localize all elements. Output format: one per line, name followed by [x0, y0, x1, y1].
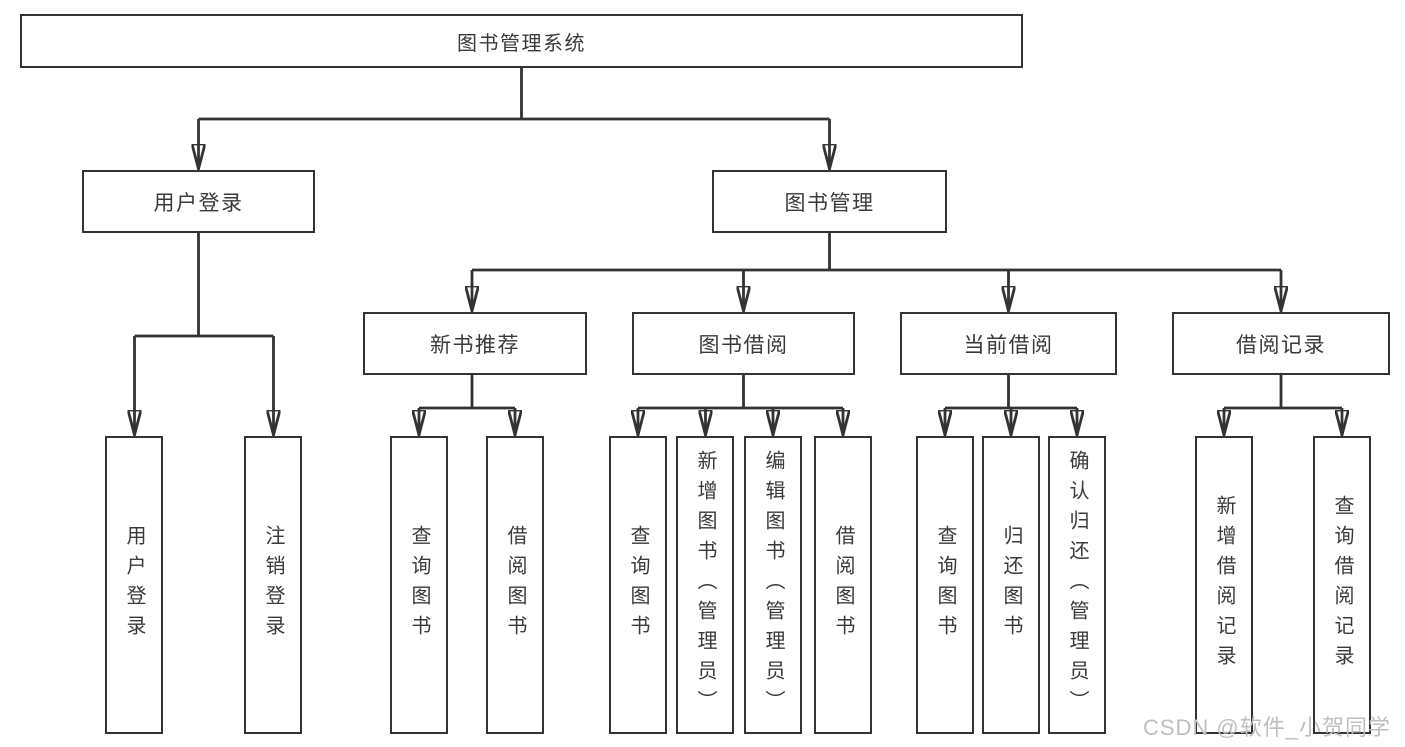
leaf-user-login: 用户登录 [105, 436, 163, 734]
node-label: 借阅记录 [1236, 333, 1326, 357]
node-label: 用户登录 [153, 191, 244, 215]
leaf-borrow-books-recommend: 借阅图书 [486, 436, 544, 734]
csdn-watermark: CSDN @软件_小贺同学 [1142, 715, 1391, 740]
leaf-label: 编辑图书（管理员） [762, 450, 784, 720]
leaf-label: 查询图书 [627, 525, 649, 645]
node-user-login: 用户登录 [82, 170, 315, 233]
leaf-label: 注销登录 [262, 525, 284, 645]
node-label: 图书管理系统 [457, 32, 586, 55]
leaf-return-books: 归还图书 [982, 436, 1040, 734]
node-book-borrowing: 图书借阅 [632, 312, 855, 375]
leaf-label: 查询借阅记录 [1331, 495, 1353, 675]
leaf-label: 查询图书 [408, 525, 430, 645]
leaf-label: 借阅图书 [504, 525, 526, 645]
leaf-edit-books-admin: 编辑图书（管理员） [744, 436, 802, 734]
leaf-query-borrow-record: 查询借阅记录 [1313, 436, 1371, 734]
leaf-borrow-books: 借阅图书 [814, 436, 872, 734]
node-library-management-system: 图书管理系统 [20, 14, 1023, 68]
leaf-query-books-recommend: 查询图书 [390, 436, 448, 734]
node-label: 图书管理 [784, 191, 875, 215]
leaf-label: 借阅图书 [832, 525, 854, 645]
leaf-label: 新增借阅记录 [1213, 495, 1235, 675]
node-new-book-recommendation: 新书推荐 [363, 312, 587, 375]
node-label: 新书推荐 [430, 333, 520, 357]
leaf-confirm-return-admin: 确认归还（管理员） [1048, 436, 1106, 734]
node-label: 图书借阅 [698, 333, 789, 357]
node-current-borrowing: 当前借阅 [900, 312, 1117, 375]
node-borrowing-records: 借阅记录 [1172, 312, 1390, 375]
leaf-label: 用户登录 [123, 525, 145, 645]
leaf-label: 查询图书 [934, 525, 956, 645]
leaf-add-borrow-record: 新增借阅记录 [1195, 436, 1253, 734]
leaf-label: 新增图书（管理员） [694, 450, 716, 720]
leaf-label: 确认归还（管理员） [1066, 450, 1088, 720]
node-label: 当前借阅 [963, 333, 1054, 357]
leaf-add-books-admin: 新增图书（管理员） [676, 436, 734, 734]
leaf-logout: 注销登录 [244, 436, 302, 734]
leaf-query-books-current: 查询图书 [916, 436, 974, 734]
leaf-query-books-borrow: 查询图书 [609, 436, 667, 734]
leaf-label: 归还图书 [1000, 525, 1022, 645]
node-book-management: 图书管理 [712, 170, 947, 233]
